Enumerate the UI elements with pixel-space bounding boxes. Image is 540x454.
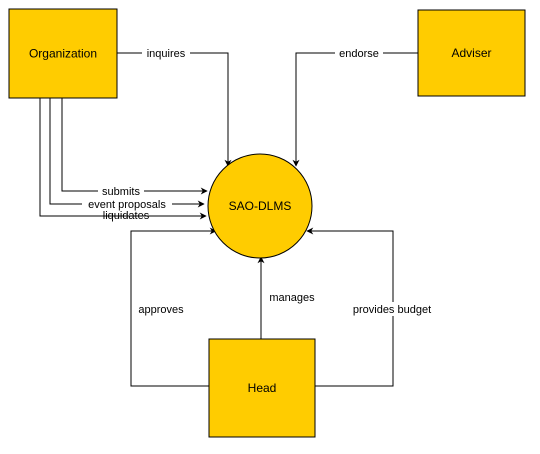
edge-label-inquires: inquires <box>147 48 186 60</box>
nodes: Organization Adviser SAO-DLMS Head <box>8 8 526 438</box>
label-bg-event-proposals <box>82 199 172 209</box>
edge-endorse <box>292 52 418 167</box>
edge-submits <box>61 98 208 195</box>
head-box <box>208 338 316 438</box>
edge-inquires <box>117 52 232 167</box>
head-label: Head <box>248 381 277 395</box>
label-bg-approves <box>133 302 189 316</box>
organization-label: Organization <box>29 47 97 61</box>
edge-label-endorse: endorse <box>339 48 379 60</box>
label-bg-endorse <box>335 46 383 60</box>
label-bg-manages <box>264 290 320 304</box>
edge-label-event-proposals: event proposals <box>88 199 166 211</box>
label-bg-provides-budget <box>347 302 437 316</box>
label-bg-inquires <box>142 46 190 60</box>
edge-approves <box>130 227 217 387</box>
edge-liquidates <box>39 98 207 220</box>
label-bg-submits <box>98 185 144 196</box>
sao-dlms-label: SAO-DLMS <box>229 199 292 213</box>
edge-labels: inquires endorse submits event proposals… <box>82 46 437 316</box>
edge-label-submits: submits <box>102 186 140 198</box>
adviser-label: Adviser <box>451 46 491 60</box>
organization-box <box>8 8 118 99</box>
edge-label-approves: approves <box>138 304 184 316</box>
adviser-box <box>417 9 526 97</box>
edge-label-liquidates: liquidates <box>103 210 150 222</box>
edge-label-manages: manages <box>269 292 315 304</box>
edge-label-provides-budget: provides budget <box>353 304 431 316</box>
sao-dlms-circle <box>207 153 313 259</box>
